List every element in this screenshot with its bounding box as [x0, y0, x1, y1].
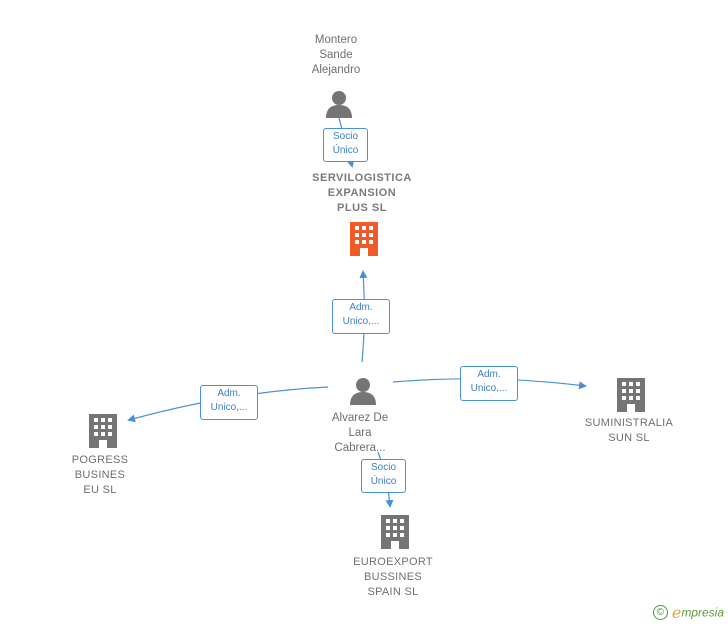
company-bottom-label[interactable]: EUROEXPORT BUSSINES SPAIN SL: [353, 556, 433, 598]
person-icon[interactable]: [350, 378, 376, 405]
company-main-label[interactable]: SERVILOGISTICA EXPANSION PLUS SL: [312, 172, 412, 214]
building-icon[interactable]: [89, 414, 117, 448]
building-icon[interactable]: [617, 378, 645, 412]
copyright-icon: ©: [652, 605, 668, 620]
building-icon[interactable]: [350, 222, 378, 256]
person-top-label[interactable]: Montero Sande Alejandro: [311, 34, 361, 76]
edge-label-top-to-main: Socio Único: [323, 128, 368, 162]
edge-label-center-to-bottom: Socio Único: [361, 459, 406, 493]
edge-label-center-to-main: Adm. Unico,...: [332, 299, 390, 334]
company-left-label[interactable]: POGRESS BUSINES EU SL: [71, 454, 129, 496]
brand-logo-initial: e: [671, 603, 682, 622]
person-center-label[interactable]: Alvarez De Lara Cabrera...: [331, 412, 389, 454]
brand-logo: ©empresia: [652, 603, 724, 622]
edge-label-center-to-right: Adm. Unico,...: [460, 366, 518, 401]
edge-label-center-to-left: Adm. Unico,...: [200, 385, 258, 420]
brand-logo-text: mpresia: [681, 605, 724, 620]
company-right-label[interactable]: SUMINISTRALIA SUN SL: [584, 417, 674, 444]
building-icon[interactable]: [381, 515, 409, 549]
person-icon[interactable]: [326, 91, 352, 118]
